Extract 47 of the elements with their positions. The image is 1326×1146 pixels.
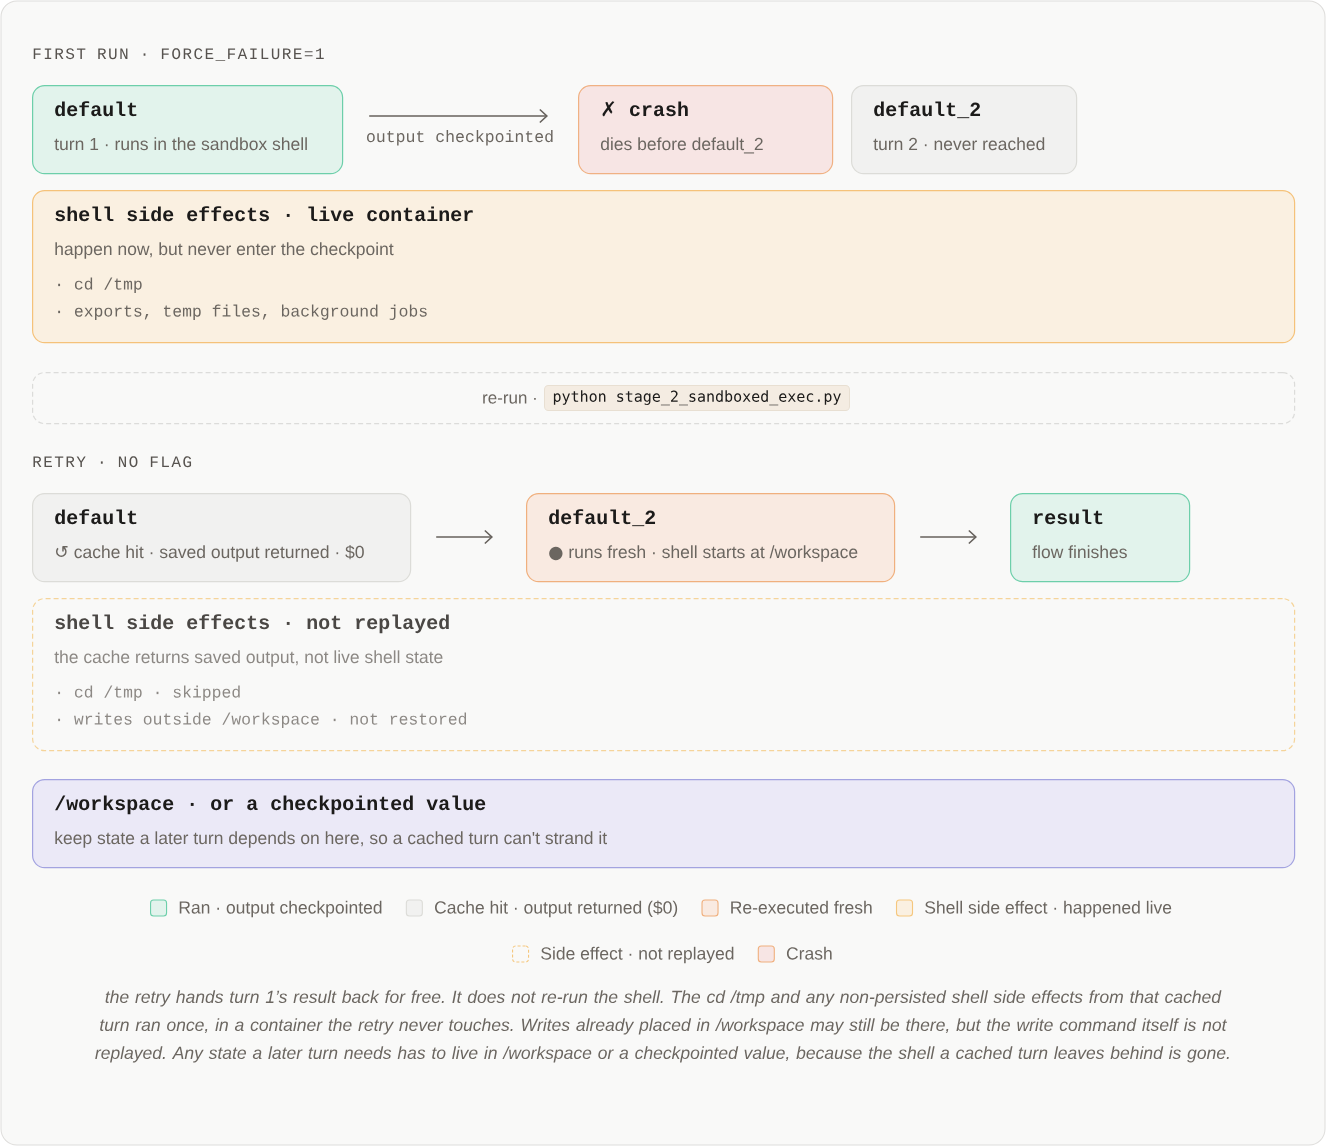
dashed-panel [32,372,1296,425]
note-panel [32,190,1296,344]
code-chip: python stage_2_sandboxed_exec.py [544,385,850,411]
card-text: the cache returns saved output, not live shell state [54,650,443,667]
step-box [578,85,834,175]
bullet-item: · cd /tmp [58,277,142,293]
card-title: result [1034,509,1103,525]
card-title: default [55,509,137,525]
step-box [32,493,412,583]
card-title: ✗ crash [602,101,688,117]
card-text: keep state a later turn depends on here, so a cached turn can't strand it [55,831,607,848]
arrow [919,529,977,545]
arrow [435,529,493,545]
card-title: shell side effects · not replayed [55,614,449,634]
card-title: /workspace · or a checkpointed value [55,795,486,815]
note-panel [32,779,1296,869]
card-text: turn 2 · never reached [873,137,1045,151]
step-box [526,493,896,583]
card-title: default [55,101,137,117]
card-text: flow finishes [1032,545,1127,559]
legend-label: Re-executed fresh [731,900,872,914]
run-label: re-run · [483,394,536,404]
dashed-panel [32,598,1296,752]
step-box [32,85,344,175]
legend-label: Cache hit · output returned ($0) [435,900,678,918]
legend-label: Ran · output checkpointed [179,900,382,918]
step-box [1010,493,1191,583]
card-text: dies before default_2 [600,137,763,154]
card-title: default_2 [874,101,981,119]
arrow [368,108,548,124]
edge-label: output checkpointed [363,128,557,148]
section-label: RETRY · NO FLAG [33,456,192,468]
card-title: shell side effects · live container [55,206,473,222]
caption: the retry hands turn 1’s result back for free. It does not re-run the shell. The cd /tmp and any non-persisted shell side effects from that cached turn ran once, in a container the retry never touches. Writes already placed in /workspace may still be there, but the write command itself is not replayed. Any state a later turn needs has to live in /workspace or a checkpointed value, because the shell a cached turn leaves behind is gone. [95,990,1229,1063]
card-title: default_2 [549,509,656,527]
card-text: ● runs fresh · shell starts at /workspace [549,545,858,562]
card-text: ↺ cache hit · saved output returned · $0 [56,545,364,562]
legend-label: Side effect · not replayed [541,946,734,964]
card-text: happen now, but never enter the checkpoint [55,242,394,259]
legend-label: Shell side effect · happened live [925,900,1172,918]
legend-label: Crash [786,946,832,960]
step-box [851,85,1078,175]
bullet-item: · exports, temp files, background jobs [58,304,427,320]
card-text: turn 1 · runs in the sandbox shell [54,137,307,151]
bullet-item: · writes outside /workspace · not restored [58,712,467,728]
section-label: FIRST RUN · FORCE_FAILURE=1 [33,48,324,61]
bullet-item: · cd /tmp · skipped [58,685,240,701]
